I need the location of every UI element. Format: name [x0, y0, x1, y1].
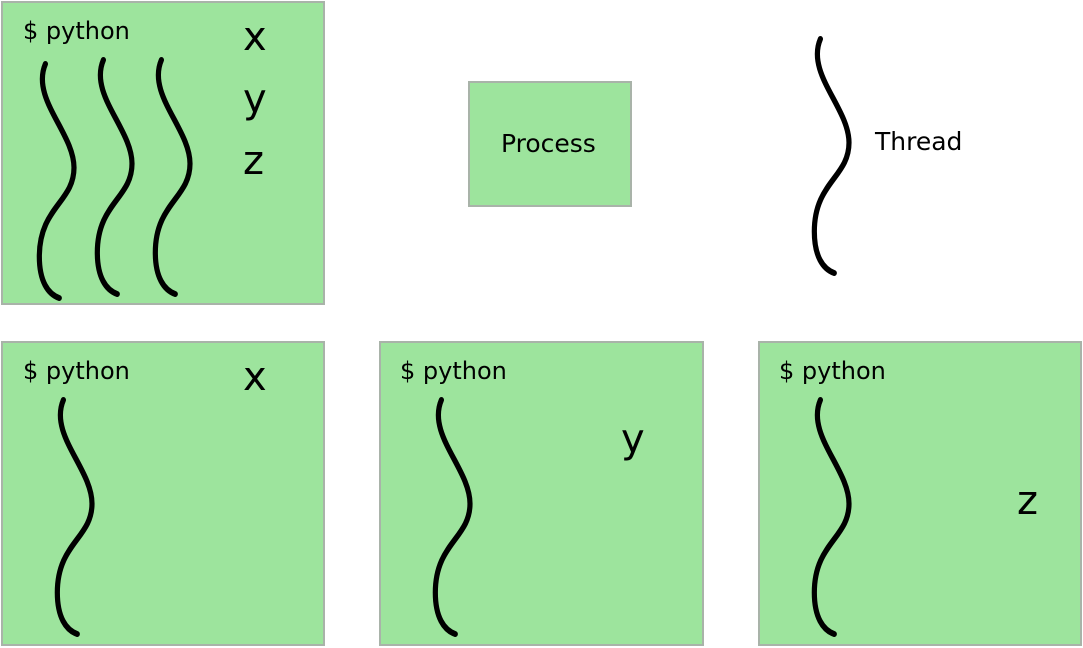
- process-z-var: z: [1017, 478, 1038, 524]
- process-y-prompt: $ python: [400, 357, 507, 385]
- multithread-var-z: z: [243, 138, 264, 184]
- multithread-process-box: $ python x y z: [1, 1, 325, 305]
- multithread-var-y: y: [243, 76, 267, 122]
- thread-icon-2: [93, 55, 145, 297]
- thread-icon-3: [151, 55, 203, 297]
- process-y-var: y: [621, 416, 645, 462]
- process-z-prompt: $ python: [779, 357, 886, 385]
- process-box-z: $ python z: [758, 341, 1082, 646]
- process-x-prompt: $ python: [23, 357, 130, 385]
- legend-process-box: Process: [468, 81, 632, 207]
- process-y-thread-icon: [431, 395, 483, 637]
- process-z-thread-icon: [810, 395, 862, 637]
- thread-icon-1: [35, 59, 87, 301]
- multithread-prompt: $ python: [23, 17, 130, 45]
- legend-thread-icon: [810, 34, 862, 276]
- process-box-y: $ python y: [379, 341, 704, 646]
- process-box-x: $ python x: [1, 341, 325, 646]
- legend-thread-label: Thread: [875, 127, 963, 156]
- multithread-var-x: x: [243, 14, 267, 60]
- process-x-var: x: [243, 354, 267, 400]
- legend-process-label: Process: [501, 129, 596, 158]
- process-x-thread-icon: [53, 395, 105, 637]
